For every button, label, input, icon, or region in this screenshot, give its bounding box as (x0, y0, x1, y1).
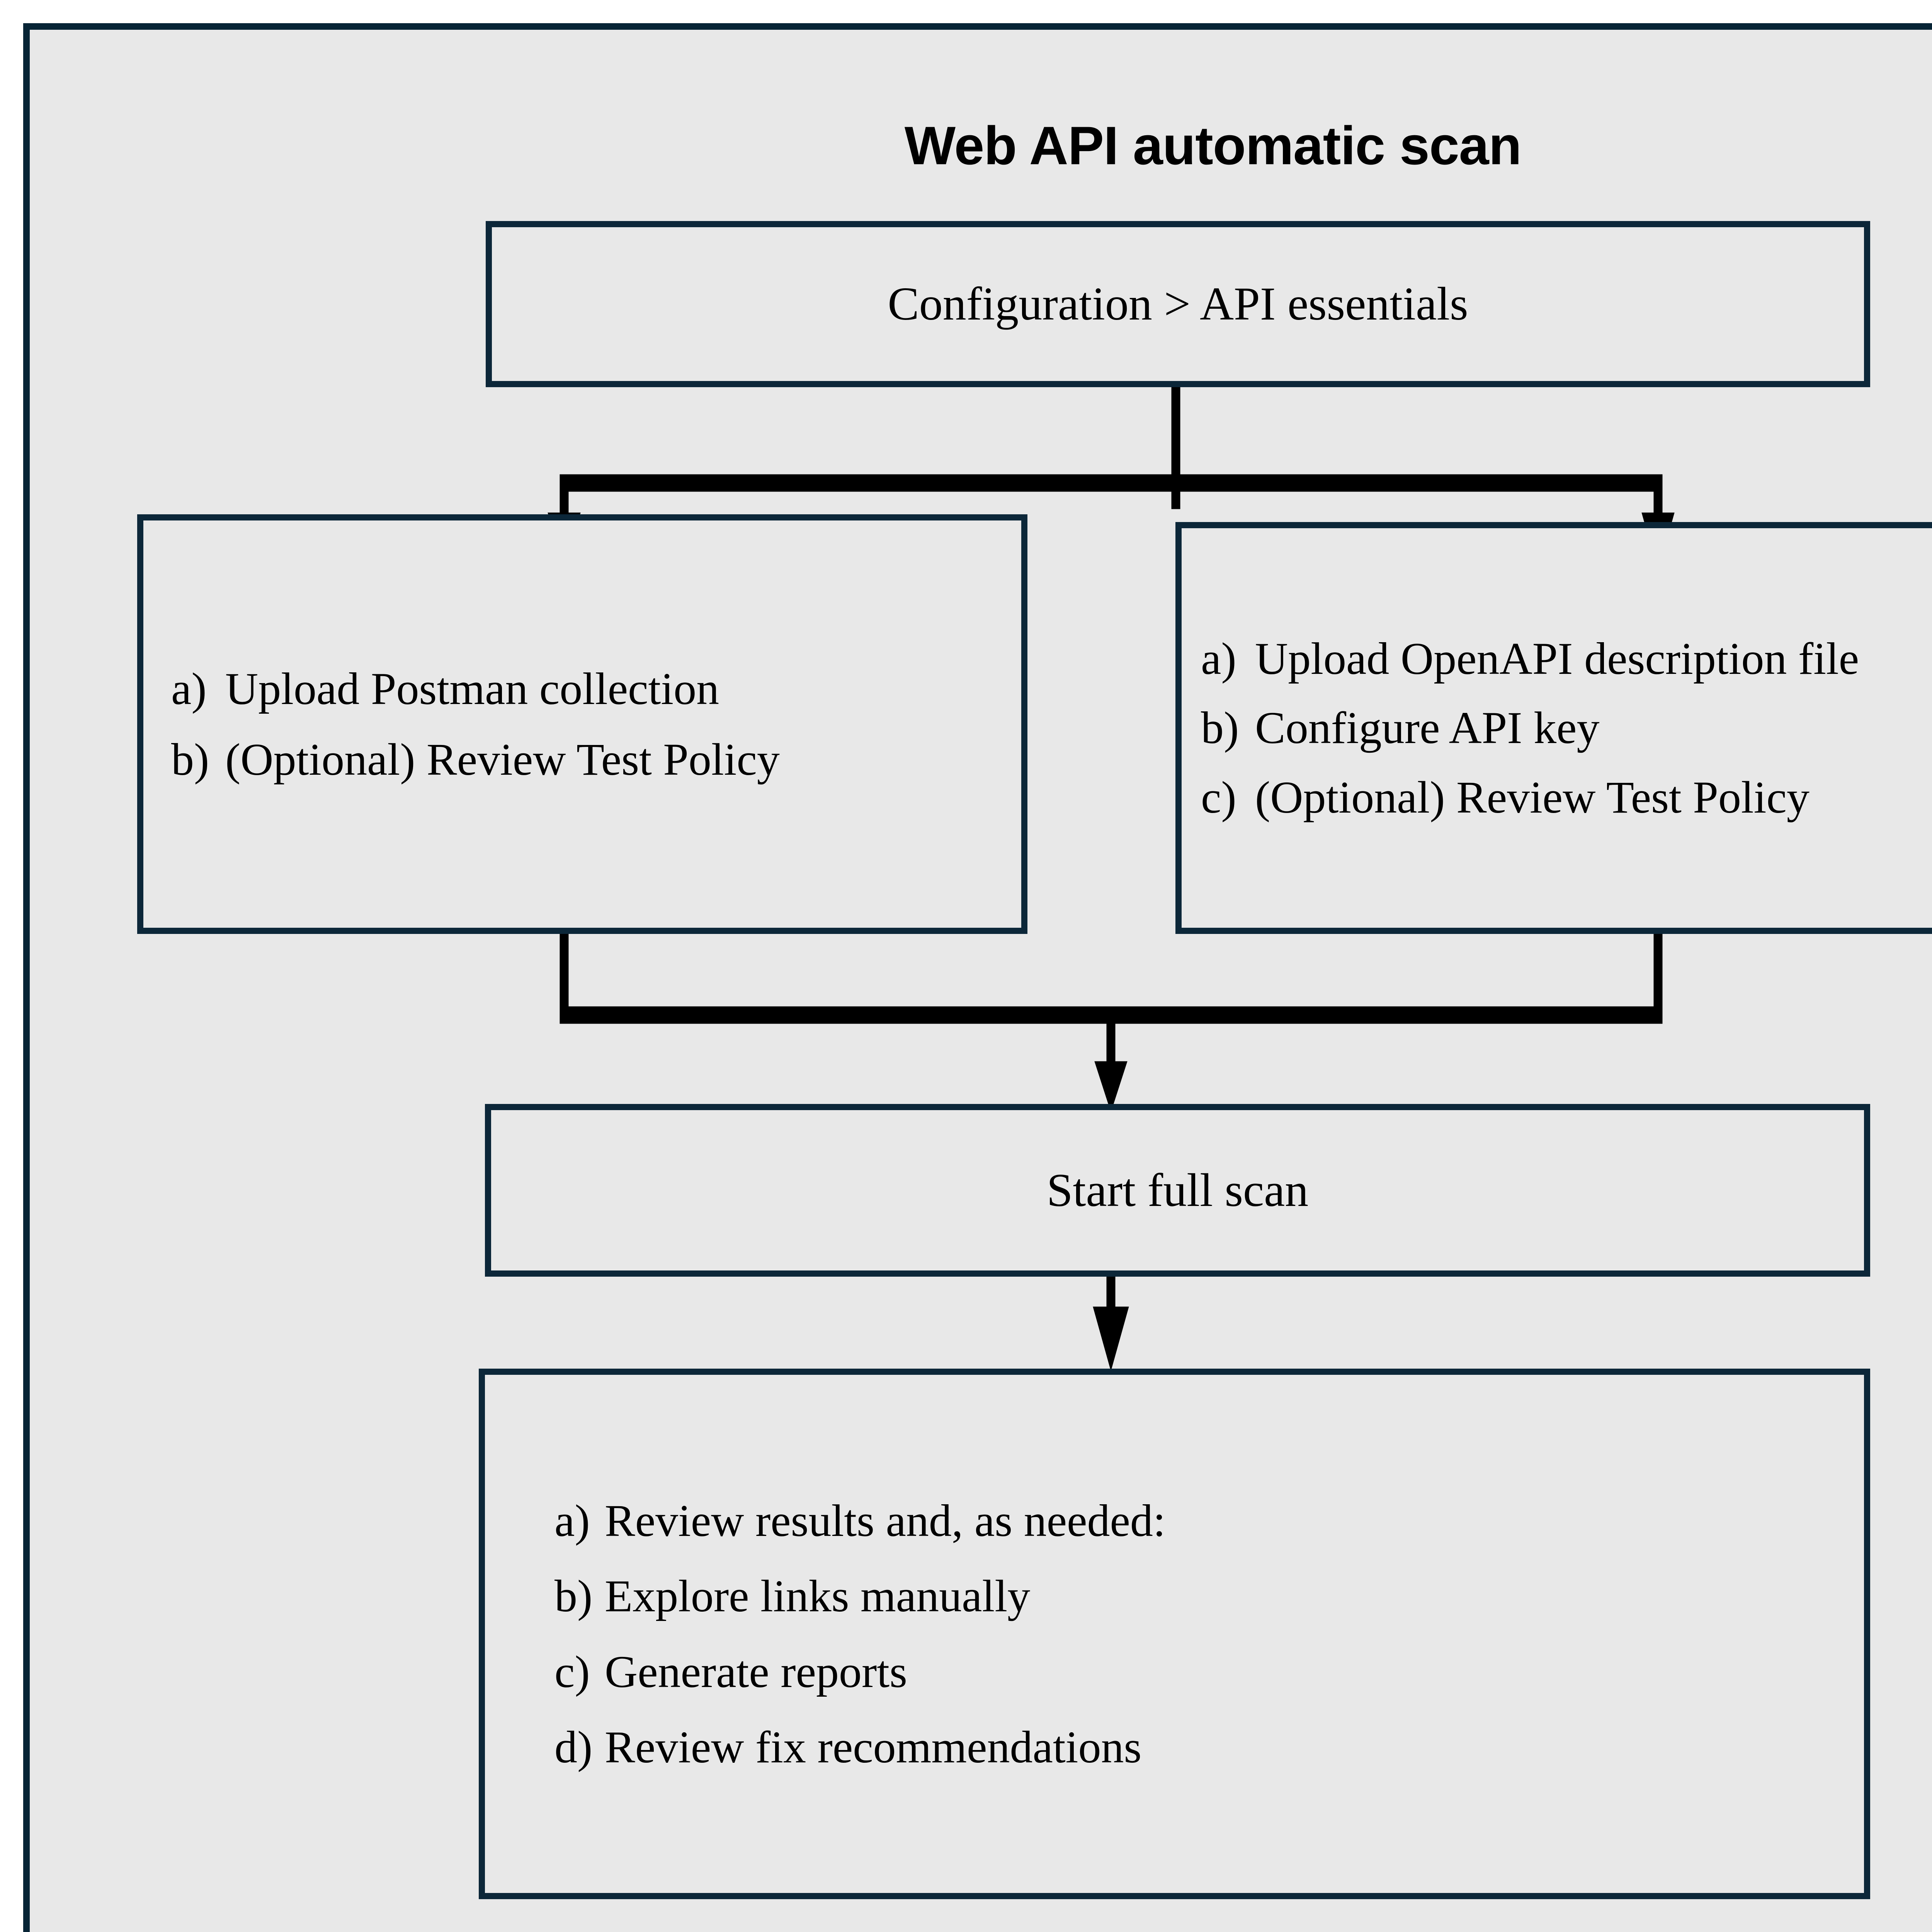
node-openapi-branch[interactable]: a) Upload OpenAPI description file b) Co… (1175, 522, 1932, 934)
list-item-marker: a) (171, 663, 207, 714)
node-configuration-api-essentials[interactable]: Configuration > API essentials (486, 221, 1870, 387)
list-item-text: Explore links manually (605, 1571, 1031, 1622)
list-item-marker: b) (171, 734, 209, 785)
page-title: Web API automatic scan (904, 115, 1522, 176)
list-item: d) Review fix recommendations (554, 1718, 1849, 1776)
list-item-text: Upload Postman collection (225, 663, 719, 714)
list-item-text: Review fix recommendations (605, 1721, 1142, 1772)
list-item: b) Explore links manually (554, 1567, 1849, 1625)
list-item-text: Review results and, as needed: (605, 1495, 1166, 1546)
list-item-marker: b) (1201, 702, 1239, 753)
postman-branch-list: a) Upload Postman collection b) (Optiona… (143, 520, 1021, 928)
list-item-text: Configure API key (1255, 702, 1600, 753)
list-item: c) (Optional) Review Test Policy (1201, 768, 1932, 827)
list-item: c) Generate reports (554, 1643, 1849, 1701)
list-item-text: (Optional) Review Test Policy (225, 734, 780, 785)
node-start-full-scan[interactable]: Start full scan (485, 1104, 1870, 1277)
list-item-text: (Optional) Review Test Policy (1255, 772, 1810, 823)
list-item-marker: d) (554, 1721, 593, 1772)
list-item-marker: b) (554, 1571, 593, 1622)
node-configuration-label: Configuration > API essentials (888, 278, 1468, 330)
list-item-marker: a) (1201, 633, 1236, 684)
node-start-full-scan-label: Start full scan (1046, 1164, 1309, 1216)
list-item: a) Review results and, as needed: (554, 1492, 1849, 1550)
list-item-marker: c) (1201, 772, 1236, 823)
results-list: a) Review results and, as needed: b) Exp… (485, 1375, 1864, 1893)
list-item-text: Generate reports (605, 1646, 907, 1697)
edge-branches-to-start-scan (560, 910, 1663, 1112)
diagram-frame: Web API automatic scan (23, 23, 1932, 1932)
openapi-branch-list: a) Upload OpenAPI description file b) Co… (1182, 528, 1932, 928)
list-item-marker: c) (554, 1646, 590, 1697)
node-review-results[interactable]: a) Review results and, as needed: b) Exp… (479, 1369, 1870, 1899)
list-item: a) Upload Postman collection (171, 660, 1006, 718)
list-item: b) (Optional) Review Test Policy (171, 730, 1006, 789)
list-item-marker: a) (554, 1495, 590, 1546)
list-item: a) Upload OpenAPI description file (1201, 629, 1932, 688)
list-item: b) Configure API key (1201, 699, 1932, 757)
list-item-text: Upload OpenAPI description file (1255, 633, 1859, 684)
node-postman-branch[interactable]: a) Upload Postman collection b) (Optiona… (137, 514, 1027, 934)
